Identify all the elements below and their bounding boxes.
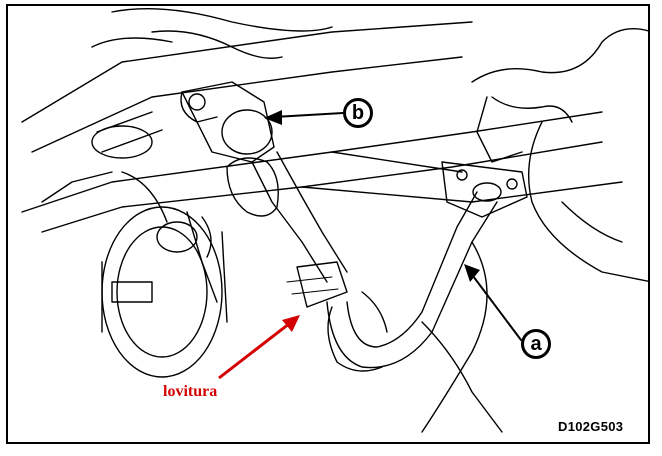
annotation-label: lovitura bbox=[163, 383, 218, 400]
callout-arrow bbox=[464, 264, 480, 282]
callout-b: b bbox=[343, 98, 373, 128]
figure-code: D102G503 bbox=[558, 419, 624, 434]
red-annotation-arrow bbox=[218, 318, 295, 380]
illustration-frame: b a lovitura D102G503 bbox=[6, 4, 650, 444]
callout-a: a bbox=[521, 329, 551, 359]
exhaust-pipe-illustration bbox=[21, 7, 648, 433]
callout-arrow bbox=[264, 110, 282, 125]
